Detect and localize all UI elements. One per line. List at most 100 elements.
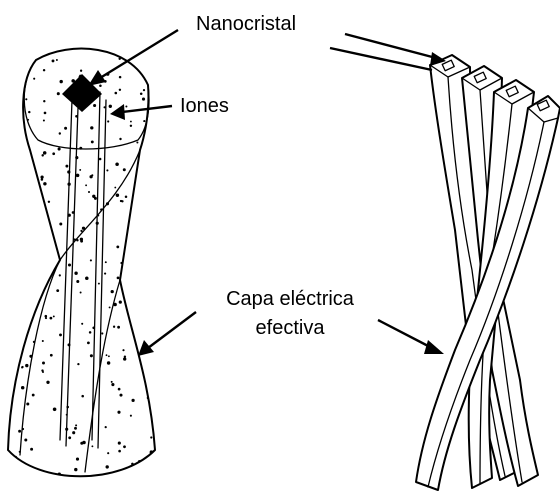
ion-dot [31,48,34,51]
ion-dot [10,188,12,190]
ion-dot [24,182,27,185]
ion-dot [35,229,38,232]
ion-dot [135,239,137,241]
ion-dot [123,445,126,448]
ion-dot [20,242,22,244]
ion-dot [117,277,120,280]
ion-dot [80,230,82,232]
arrow-layer-right [378,320,444,354]
ion-dot [43,182,46,185]
ion-dot [11,140,13,142]
ion-dot [60,80,63,83]
ion-dot [80,292,82,294]
ion-dot [59,333,62,336]
ion-dot [105,261,107,263]
ion-dot [118,388,121,391]
ion-dot [147,179,150,182]
ion-dot [67,183,70,186]
ion-dot [140,162,142,164]
ion-dot [17,230,19,232]
ion-dot [7,473,10,476]
ion-dot [147,307,149,309]
ion-dot [88,191,90,193]
ion-dot [111,383,114,386]
ion-dot [42,340,44,342]
ion-dot [116,246,119,249]
ion-dot [144,61,147,64]
ion-dot [27,176,30,179]
ion-dot [153,162,155,164]
ion-dot [114,92,117,95]
ion-dot [80,70,82,72]
ion-dot [149,271,151,273]
ion-dot [142,278,144,280]
ion-dot [90,126,93,129]
ion-dot [118,442,121,445]
ion-dot [85,184,87,186]
ion-dot [79,169,81,171]
ion-dot [20,273,22,275]
ion-dot [154,416,157,419]
ion-dot [72,211,75,214]
ion-dot [8,317,10,319]
ion-dot [117,326,120,329]
ion-dot [76,239,78,241]
ion-dot [123,357,126,360]
ion-dot [20,201,22,203]
ion-dot [52,59,55,62]
ion-dot [81,323,83,325]
ion-dot [153,241,155,243]
ion-dot [74,238,76,240]
ion-dot [25,216,28,219]
ion-dot [91,140,94,143]
ion-dot [119,76,122,79]
ion-dot [46,381,49,384]
ion-dot [138,252,140,254]
ion-dot [66,406,69,409]
ion-dot [67,170,70,173]
ion-dot [140,92,143,95]
ion-dot [8,376,11,379]
ion-dot [141,308,144,311]
ion-dot [143,120,145,122]
ion-dot [24,439,27,442]
ion-dot [57,92,60,95]
ion-dot [7,145,11,149]
ion-dot [108,355,110,357]
ion-dot [53,408,57,412]
ion-dot [119,394,122,397]
ion-dot [140,288,143,291]
ion-dot [28,111,30,113]
ion-dot [72,431,75,434]
ion-dot [58,147,61,150]
ion-dot [148,188,151,191]
ion-dot [91,174,93,176]
ion-dot [76,458,79,461]
ion-dot [40,217,42,219]
ion-dot [141,277,144,280]
ion-dot [99,84,102,87]
ion-dot [150,83,153,86]
ion-dot [105,426,107,428]
ion-dot [111,381,113,383]
ion-dot [136,332,138,334]
ion-dot [106,202,109,205]
ion-dot [32,260,35,263]
ion-dot [43,240,46,243]
ion-dot [142,98,145,101]
ion-dot [43,119,45,121]
ion-dot [89,331,92,334]
left-nanocrystal-figure [7,47,157,482]
ion-dot [109,105,112,108]
ion-dot [41,154,43,156]
ion-dot [53,315,55,317]
ion-dot [125,195,128,198]
ion-dot [130,121,132,123]
ion-dot [90,259,92,261]
nanocrystal-label: Nanocristal [196,13,296,35]
ion-dot [82,227,85,230]
ion-dot [50,317,53,320]
ion-dot [15,159,18,162]
ion-dot [74,468,77,471]
